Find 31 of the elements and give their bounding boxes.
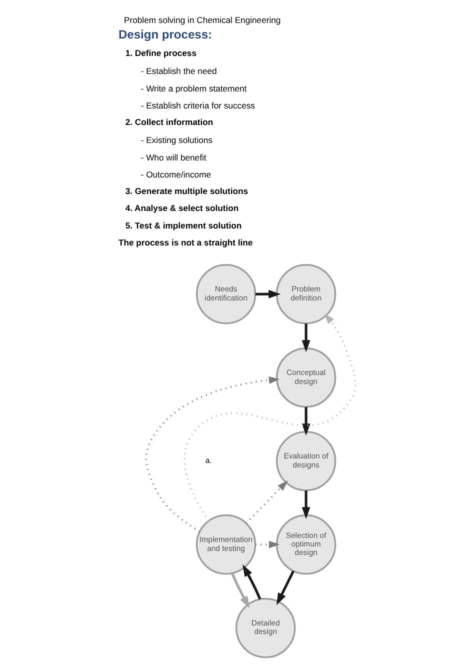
arrow xyxy=(255,290,281,298)
node-circle: Implementation and testing xyxy=(196,514,256,575)
arrow xyxy=(276,570,295,606)
label: - Existing solutions xyxy=(140,135,212,146)
label: - Establish the need xyxy=(140,66,217,76)
node-circle: Detailed design xyxy=(235,598,296,658)
arrow xyxy=(302,407,310,436)
label: Design process: xyxy=(118,27,212,42)
label: 5. Test & implement solution xyxy=(125,220,242,230)
arrow xyxy=(145,376,280,532)
label: a. xyxy=(205,456,212,465)
node-circle: Needs identification xyxy=(196,264,256,324)
label: The process is not a straight line xyxy=(118,237,253,248)
node-circle: Conceptual design xyxy=(276,347,336,408)
arrow xyxy=(242,564,262,600)
label: 1. Define process xyxy=(125,48,196,58)
label: - Write a problem statement xyxy=(140,83,247,94)
label: 3. Generate multiple solutions xyxy=(125,186,248,196)
label: - Outcome/income xyxy=(140,170,212,180)
arrow xyxy=(255,540,280,548)
arrow xyxy=(230,572,250,608)
diagram-title: Problem solving in Chemical Engineering xyxy=(124,15,281,26)
label: - Who will benefit xyxy=(140,152,206,162)
node-circle: Selection of optimum design xyxy=(276,514,336,575)
arrow xyxy=(302,324,310,352)
arrow xyxy=(246,480,288,524)
arrow xyxy=(184,313,356,522)
label: 4. Analyse & select solution xyxy=(125,203,239,214)
label: - Establish criteria for success xyxy=(140,100,255,111)
arrow xyxy=(302,490,310,520)
label: 2. Collect information xyxy=(125,117,214,128)
